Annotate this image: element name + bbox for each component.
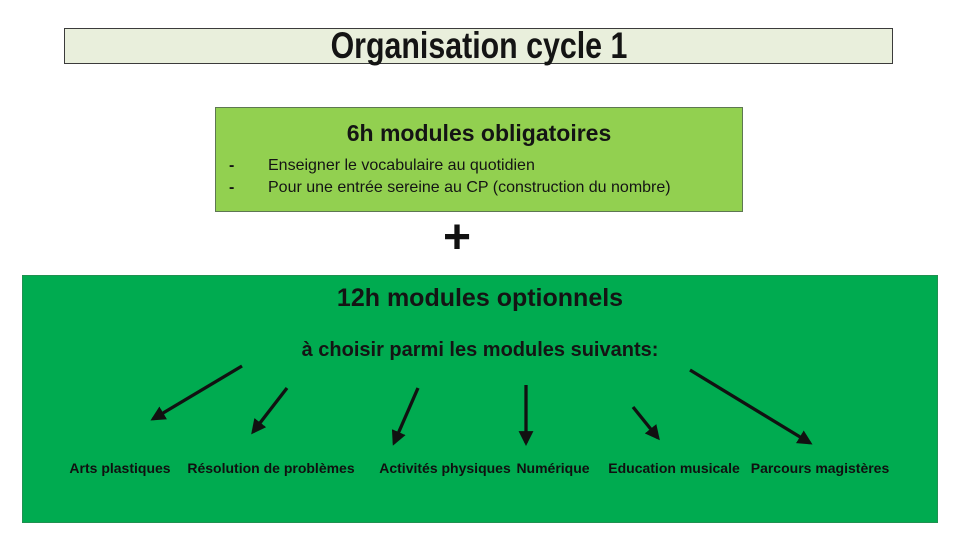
optional-modules-subheading: à choisir parmi les modules suivants: xyxy=(301,339,659,361)
bullet-list: - Enseigner le vocabulaire au quotidien - P… xyxy=(216,155,742,199)
module-label-activites-physiques: Activités physiques xyxy=(379,460,511,476)
optional-modules-heading: 12h modules optionnels xyxy=(336,284,624,312)
module-label-arts-plastiques: Arts plastiques xyxy=(69,460,171,476)
module-label-numerique: Numérique xyxy=(516,460,590,476)
module-label-parcours-magisteres: Parcours magistères xyxy=(750,460,890,476)
bullet-text: Pour une entrée sereine au CP (construct… xyxy=(268,179,671,196)
bullet-item: - Enseigner le vocabulaire au quotidien xyxy=(216,155,742,177)
optional-modules-box: 12h modules optionnels à choisir parmi l… xyxy=(22,275,938,523)
plus-sign: + xyxy=(442,211,472,264)
mandatory-modules-box: 6h modules obligatoires - Enseigner le vo… xyxy=(215,107,743,212)
slide-title-box: Organisation cycle 1 xyxy=(64,25,893,66)
bullet-dash: - xyxy=(229,179,235,196)
module-label-resolution-de-problemes: Résolution de problèmes xyxy=(187,460,355,476)
bullet-dash: - xyxy=(229,157,235,174)
module-label-education-musicale: Education musicale xyxy=(608,460,740,476)
bullet-item: - Pour une entrée sereine au CP (construc… xyxy=(216,177,742,199)
bullet-text: Enseigner le vocabulaire au quotidien xyxy=(268,157,535,174)
slide-title: Organisation cycle 1 xyxy=(330,25,627,66)
mandatory-modules-heading: 6h modules obligatoires xyxy=(346,120,612,146)
